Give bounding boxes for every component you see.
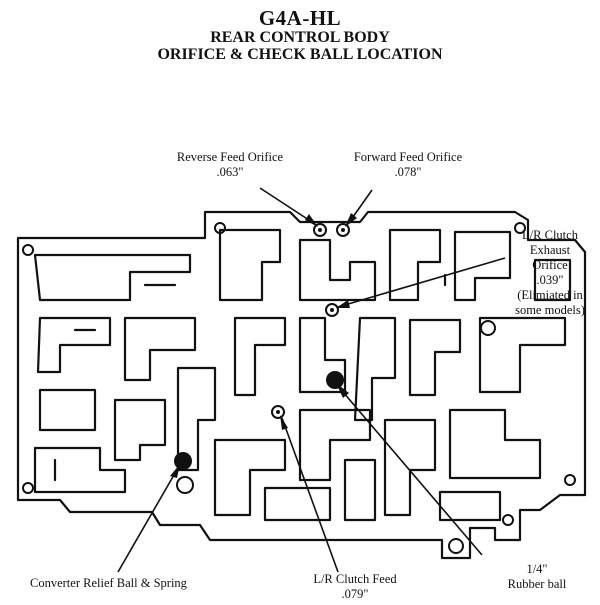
passage-23 bbox=[263, 486, 332, 522]
passage-21 bbox=[213, 438, 287, 517]
converter-relief-label: Converter Relief Ball & Spring bbox=[30, 576, 187, 590]
passage-18 bbox=[448, 408, 542, 480]
bolt-hole bbox=[214, 222, 226, 234]
bolt-hole bbox=[480, 320, 496, 336]
passage-8 bbox=[218, 228, 282, 302]
passage-11 bbox=[298, 316, 347, 394]
passage-15 bbox=[453, 230, 512, 302]
passage-14 bbox=[408, 318, 462, 397]
passage-12 bbox=[353, 316, 397, 422]
passage-13 bbox=[388, 228, 442, 302]
passage-2 bbox=[36, 316, 112, 374]
bolt-hole bbox=[514, 222, 526, 234]
passage-1 bbox=[33, 253, 192, 302]
passage-5 bbox=[123, 316, 197, 382]
bolt-hole bbox=[176, 476, 194, 494]
body-outline bbox=[16, 210, 587, 560]
passage-16 bbox=[478, 316, 567, 394]
bolt-hole bbox=[448, 538, 464, 554]
rubber-ball-label: 1/4" Rubber ball bbox=[507, 562, 567, 591]
passage-10 bbox=[298, 238, 377, 302]
passage-3 bbox=[38, 388, 97, 432]
passage-20 bbox=[298, 408, 372, 482]
bolt-hole bbox=[564, 474, 576, 486]
passage-19 bbox=[383, 418, 437, 517]
passage-25 bbox=[53, 273, 447, 482]
passage-22 bbox=[343, 458, 377, 522]
bolt-hole bbox=[22, 244, 34, 256]
diagram-subtitle-2: ORIFICE & CHECK BALL LOCATION bbox=[157, 46, 443, 63]
rubber-check-ball bbox=[326, 371, 344, 389]
passage-17 bbox=[533, 258, 572, 302]
forward-feed-label: Forward Feed Orifice .078" bbox=[353, 150, 463, 179]
bolt-hole bbox=[22, 482, 34, 494]
reverse-feed-label: Reverse Feed Orifice .063" bbox=[176, 150, 284, 179]
lr-feed-label: L/R Clutch Feed .079" bbox=[313, 572, 397, 601]
lr-exhaust-label: L/R Clutch Exhaust Orifice .039" (Elimia… bbox=[515, 228, 585, 317]
passage-6 bbox=[113, 398, 167, 462]
passage-24 bbox=[438, 490, 502, 522]
converter-relief-ball bbox=[174, 452, 192, 470]
bolt-hole bbox=[502, 514, 514, 526]
diagram-subtitle-1: REAR CONTROL BODY bbox=[210, 29, 390, 46]
page-title: G4A-HL bbox=[258, 6, 342, 30]
passage-9 bbox=[233, 316, 287, 397]
passage-4 bbox=[33, 446, 127, 494]
